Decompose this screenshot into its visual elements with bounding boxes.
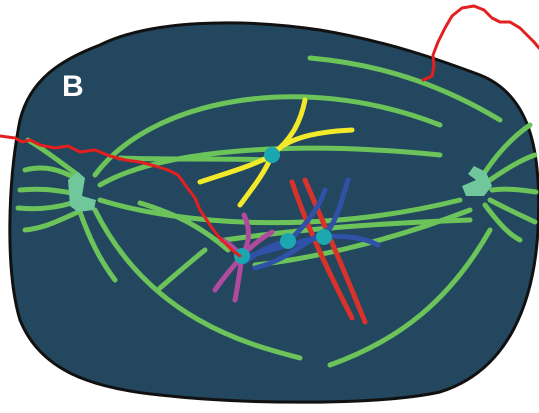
microtubule bbox=[489, 186, 539, 195]
microtubule bbox=[487, 197, 538, 225]
microtubule bbox=[15, 200, 75, 212]
right-spindle-pole bbox=[462, 166, 492, 196]
microtubule bbox=[307, 55, 503, 123]
kinetochore bbox=[280, 233, 296, 249]
microtubule bbox=[327, 227, 493, 368]
microtubule bbox=[482, 202, 523, 243]
microtubule bbox=[117, 155, 273, 163]
kinetochore bbox=[316, 229, 332, 245]
chromatid bbox=[252, 177, 351, 271]
kinetochore bbox=[234, 248, 250, 264]
kinetochore bbox=[264, 147, 280, 163]
left-spindle-pole bbox=[68, 172, 96, 212]
microtubule bbox=[22, 165, 78, 181]
trajectory-trace bbox=[421, 4, 539, 82]
microtubule bbox=[17, 186, 75, 196]
trajectory-trace bbox=[0, 134, 242, 258]
microtubule bbox=[92, 94, 443, 178]
microtubule bbox=[92, 207, 303, 361]
microtubule bbox=[77, 209, 118, 283]
chromosome-magenta bbox=[212, 212, 275, 303]
chromosome-yellow bbox=[197, 97, 355, 208]
centrosome bbox=[462, 166, 492, 196]
microtubule bbox=[97, 145, 443, 188]
microtubule bbox=[487, 152, 538, 183]
microtubule bbox=[157, 247, 208, 291]
microtubule bbox=[97, 197, 463, 226]
chromosome-blue bbox=[237, 177, 381, 271]
microtubule bbox=[482, 122, 533, 175]
panel-label: B bbox=[62, 70, 84, 103]
centrosome bbox=[68, 172, 96, 212]
chromatid bbox=[302, 177, 368, 325]
microtubule bbox=[22, 209, 81, 233]
cell-body bbox=[8, 21, 539, 404]
microtubule bbox=[137, 200, 231, 253]
